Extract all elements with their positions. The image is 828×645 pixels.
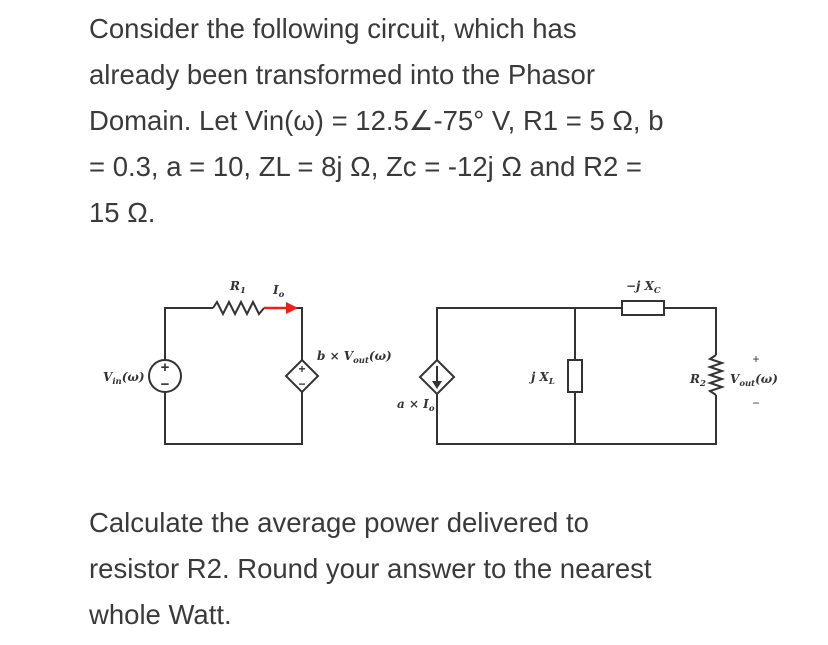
wire-right-bottom	[436, 394, 717, 445]
xc-impedance	[621, 300, 665, 316]
r2-label: R2	[689, 372, 706, 389]
dependent-current-source	[418, 358, 456, 396]
io-label: Io	[272, 283, 285, 300]
r2-resistor	[706, 354, 726, 396]
vin-source: + −	[148, 359, 182, 393]
dependent-voltage-source: + −	[284, 358, 320, 394]
xc-label: −j XC	[626, 279, 661, 296]
question-task: Calculate the average power delivered to…	[89, 500, 652, 638]
question-line-4: = 0.3, a = 10, ZL = 8j Ω, Zc = -12j Ω an…	[89, 151, 642, 182]
wire-left-bottom	[164, 392, 303, 445]
vout-label: Vout(ω)	[730, 372, 778, 389]
wire-right-top	[436, 307, 622, 360]
wire-xc-to-r2	[664, 307, 717, 355]
vin-label: Vin(ω)	[103, 370, 145, 387]
vin-minus: −	[161, 376, 170, 393]
task-line-2: resistor R2. Round your answer to the ne…	[89, 553, 652, 584]
vout-plus: +	[752, 352, 759, 366]
dep-vsource-minus: −	[298, 377, 305, 391]
question-intro: Consider the following circuit, which ha…	[89, 6, 664, 236]
r1-label: R1	[229, 279, 246, 296]
dep-vsource-label: b × Vout(ω)	[317, 349, 392, 366]
task-line-1: Calculate the average power delivered to	[89, 507, 589, 538]
wire-r1-to-dep-vsource	[264, 307, 303, 360]
dep-isource-label: a × Io	[397, 397, 435, 414]
question-line-5: 15 Ω.	[89, 197, 156, 228]
wire-left-loop-top	[164, 307, 213, 360]
vin-plus: +	[161, 359, 170, 376]
question-line-2: already been transformed into the Phasor	[89, 59, 595, 90]
io-arrowhead	[286, 302, 298, 314]
r1-resistor	[212, 299, 265, 317]
task-line-3: whole Watt.	[89, 599, 232, 630]
dep-vsource-plus: +	[298, 362, 305, 376]
vout-minus: −	[752, 396, 759, 410]
question-line-3: Domain. Let Vin(ω) = 12.5∠-75° V, R1 = 5…	[89, 105, 664, 136]
question-line-1: Consider the following circuit, which ha…	[89, 13, 577, 44]
xl-impedance	[567, 359, 583, 393]
xl-label: j XL	[529, 370, 555, 387]
